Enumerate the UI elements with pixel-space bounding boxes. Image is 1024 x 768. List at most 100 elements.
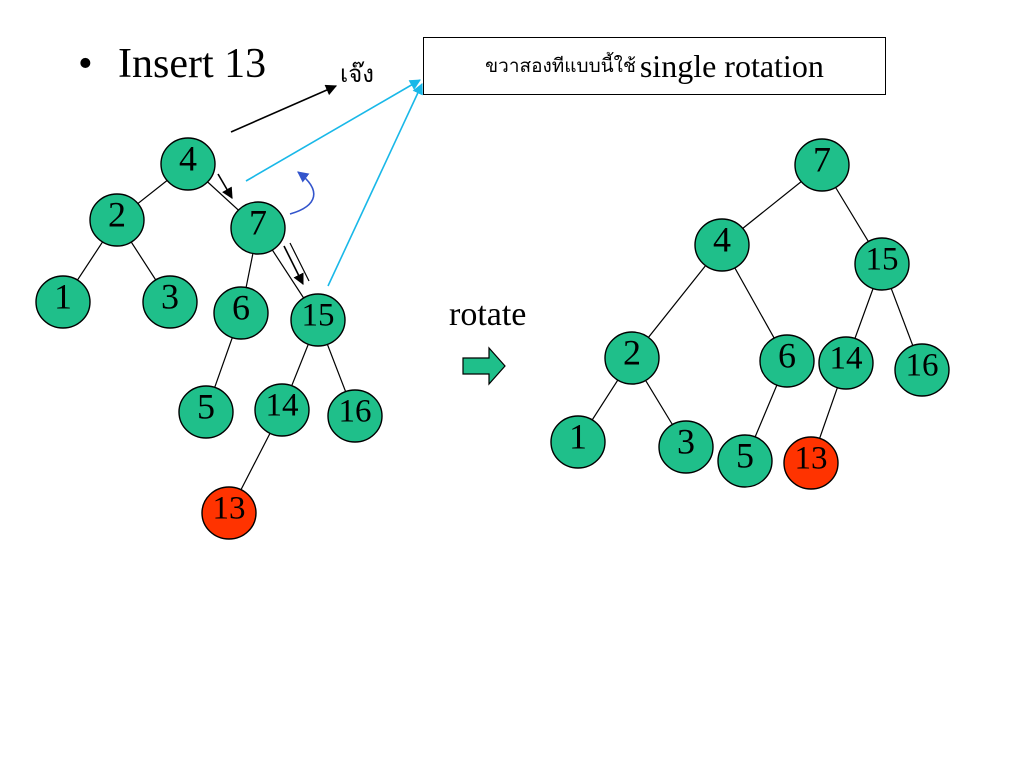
before-node-label-3: 3 <box>161 276 179 316</box>
after-node-circle-15 <box>854 237 910 291</box>
before-node-label-5: 5 <box>197 386 215 426</box>
before-node-label-14: 14 <box>266 388 299 424</box>
after-edge-14-13 <box>810 362 847 464</box>
before-node-1: 1 <box>35 275 91 329</box>
after-node-circle-16 <box>894 343 950 397</box>
before-edge-14-13 <box>228 409 283 514</box>
before-node-circle-6 <box>213 286 269 340</box>
before-node-label-13: 13 <box>213 491 246 527</box>
before-node-circle-4 <box>160 137 216 191</box>
before-node-16: 16 <box>327 389 383 443</box>
callout-box: ขวาสองทีแบบนี้ใช้single rotation <box>423 37 886 95</box>
bullet-dot: • <box>78 41 93 87</box>
after-node-7: 7 <box>794 138 850 192</box>
after-node-13: 13 <box>783 436 839 490</box>
after-node-label-13: 13 <box>795 441 828 477</box>
after-node-1: 1 <box>550 415 606 469</box>
after-node-circle-6 <box>759 334 815 388</box>
after-node-15: 15 <box>854 237 910 291</box>
after-edge-7-15 <box>821 164 883 265</box>
before-node-15: 15 <box>290 293 346 347</box>
after-node-label-6: 6 <box>778 335 796 375</box>
before-edge-7-6 <box>240 227 259 314</box>
after-node-circle-5 <box>717 434 773 488</box>
after-node-label-5: 5 <box>736 435 754 475</box>
before-node-6: 6 <box>213 286 269 340</box>
before-node-label-4: 4 <box>179 138 197 178</box>
arrow-callout-1 <box>245 79 421 182</box>
before-node-3: 3 <box>142 275 198 329</box>
before-node-circle-3 <box>142 275 198 329</box>
bullet-line: • Insert 13 <box>78 40 266 88</box>
after-node-6: 6 <box>759 334 815 388</box>
before-node-label-16: 16 <box>339 394 372 430</box>
thai-annotation: เจ๊ง <box>340 60 374 88</box>
after-node-4: 4 <box>694 218 750 272</box>
after-node-16: 16 <box>894 343 950 397</box>
after-edge-7-4 <box>721 164 823 246</box>
before-edge-15-14 <box>281 319 319 411</box>
before-node-label-1: 1 <box>54 276 72 316</box>
before-node-circle-5 <box>178 385 234 439</box>
callout-thai-text: ขวาสองทีแบบนี้ใช้ <box>485 55 636 77</box>
rotation-hint-arrow <box>289 171 315 215</box>
after-node-2: 2 <box>604 331 660 385</box>
after-edge-2-1 <box>577 357 633 443</box>
arrow-path-7-to-15-inner <box>289 242 310 282</box>
after-node-5: 5 <box>717 434 773 488</box>
after-node-label-15: 15 <box>866 242 899 278</box>
bullet-text: Insert 13 <box>118 41 267 87</box>
after-edge-2-3 <box>631 357 687 448</box>
after-node-label-4: 4 <box>713 219 731 259</box>
after-node-14: 14 <box>818 336 874 390</box>
before-edge-15-16 <box>317 319 356 417</box>
callout-english-text: single rotation <box>639 47 824 84</box>
before-edge-2-1 <box>62 219 118 303</box>
after-node-label-1: 1 <box>569 416 587 456</box>
before-node-label-15: 15 <box>302 298 335 334</box>
before-node-circle-2 <box>89 193 145 247</box>
before-node-label-7: 7 <box>249 202 267 242</box>
after-node-circle-13 <box>783 436 839 490</box>
after-node-label-7: 7 <box>813 139 831 179</box>
arrow-path-4-to-7 <box>217 173 233 199</box>
before-node-circle-7 <box>230 201 286 255</box>
before-node-label-2: 2 <box>108 194 126 234</box>
after-node-label-14: 14 <box>830 341 863 377</box>
before-edge-7-15 <box>257 227 319 321</box>
before-edge-6-5 <box>205 312 242 413</box>
after-node-label-2: 2 <box>623 332 641 372</box>
before-node-2: 2 <box>89 193 145 247</box>
after-node-circle-3 <box>658 420 714 474</box>
before-node-4: 4 <box>160 137 216 191</box>
before-edge-4-2 <box>116 163 189 221</box>
before-node-13: 13 <box>201 486 257 540</box>
arrow-to-thai-note <box>230 84 338 133</box>
before-edge-2-3 <box>116 219 171 303</box>
annotation-arrows <box>217 79 423 287</box>
after-node-circle-2 <box>604 331 660 385</box>
before-node-5: 5 <box>178 385 234 439</box>
after-node-circle-4 <box>694 218 750 272</box>
edges-layer <box>62 163 923 514</box>
after-node-circle-1 <box>550 415 606 469</box>
before-node-label-6: 6 <box>232 287 250 327</box>
before-node-7: 7 <box>230 201 286 255</box>
after-edge-4-2 <box>631 244 723 359</box>
before-node-circle-16 <box>327 389 383 443</box>
arrow-path-7-to-15 <box>283 245 304 286</box>
before-node-14: 14 <box>254 383 310 437</box>
after-edge-15-16 <box>881 263 923 371</box>
after-node-3: 3 <box>658 420 714 474</box>
before-edge-4-7 <box>187 163 259 229</box>
rotate-block-arrow <box>462 346 506 386</box>
after-node-circle-7 <box>794 138 850 192</box>
before-node-circle-1 <box>35 275 91 329</box>
arrow-callout-2 <box>327 82 423 287</box>
after-edge-4-6 <box>721 244 788 362</box>
before-node-circle-13 <box>201 486 257 540</box>
rotate-label: rotate <box>449 296 527 333</box>
after-node-circle-14 <box>818 336 874 390</box>
